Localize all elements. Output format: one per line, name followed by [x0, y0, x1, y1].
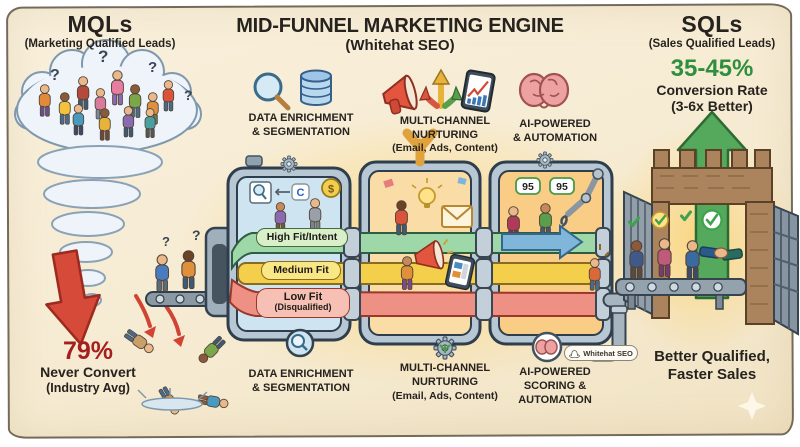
sparkle-icon: [738, 392, 766, 420]
question-mark: ?: [98, 47, 108, 66]
sql-gate-illustration: [615, 110, 799, 336]
chart-tablet-icon: [460, 69, 496, 113]
database-icon: [300, 69, 332, 106]
band-label-medium-fit: Medium Fit: [261, 261, 341, 280]
module2-bottom-badge: [433, 336, 457, 360]
never-convert-arrow: [45, 249, 101, 346]
question-mark: ?: [192, 227, 201, 243]
module1-bottom-badge: [285, 328, 315, 358]
magnifier-icon: [291, 334, 305, 348]
y-pipe-icon: [402, 128, 438, 167]
never-convert-stat: 79%: [62, 337, 114, 365]
outcome-label: Better Qualified, Faster Sales: [654, 348, 770, 384]
valve-cap: [245, 155, 263, 167]
circled-check-icon: [701, 209, 723, 231]
lead-score-bubble: 95: [515, 177, 541, 195]
megaphone-small-icon: [414, 238, 454, 270]
band-label-high-fit: High Fit/Intent: [256, 228, 348, 247]
outbound-conveyor: [615, 278, 747, 310]
dollar-sign: $: [328, 184, 334, 196]
stage3-bottom-label: AI-POWERED SCORING & AUTOMATION: [518, 366, 592, 406]
qualified-flow-arrow: [501, 224, 584, 260]
stage1-icons: [253, 69, 332, 111]
stage2-top-label: MULTI-CHANNEL NURTURING: [399, 115, 491, 141]
question-mark: ?: [162, 234, 170, 249]
question-mark: ?: [148, 59, 157, 76]
conversion-stat-label: Conversion Rate: [656, 82, 768, 98]
dollar-coin-icon: [321, 178, 341, 198]
never-convert-sublabel: (Industry Avg): [46, 381, 130, 395]
mql-heading: MQLs: [67, 11, 133, 37]
gate-door-right: [773, 204, 799, 336]
stage1-bottom-label: DATA ENRICHMENT & SEGMENTATION: [248, 368, 354, 394]
confetti: [457, 177, 467, 185]
lightbulb-icon: [411, 178, 443, 208]
never-convert-label: Never Convert: [40, 364, 136, 380]
brain-icon: [518, 72, 570, 109]
multi-arrow-icon: [419, 68, 463, 109]
confetti: [383, 178, 394, 189]
sql-subheading: (Sales Qualified Leads): [648, 38, 776, 50]
stage2-bottom-sublabel: (Email, Ads, Content): [392, 390, 498, 402]
robot-arm-icon: [560, 168, 604, 228]
magnifier-icon: [253, 72, 283, 102]
arrow-left-icon: [274, 188, 290, 196]
mql-subheading: (Marketing Qualified Leads): [24, 38, 176, 50]
idea-check-icon: [651, 211, 669, 229]
module3-vignette: 95 95: [501, 168, 610, 291]
whitehat-seo-label: Whitehat SEO: [583, 348, 633, 358]
module2-vignette: [383, 177, 476, 291]
stage1-top-label: DATA ENRICHMENT & SEGMENTATION: [248, 112, 354, 138]
handshake-icon: [699, 246, 743, 261]
lead-score-value: 95: [556, 181, 568, 193]
module1-vignette: C $: [249, 178, 341, 234]
band-label-low-fit-sublabel: (Disqualified): [274, 302, 332, 313]
content-tablet-icon: [444, 253, 476, 291]
band-label-low-fit: Low Fit (Disqualified): [256, 288, 350, 318]
splash: [141, 397, 203, 411]
conversion-stat: 35-45%: [670, 55, 754, 82]
stage2-bottom-label: MULTI-CHANNEL NURTURING: [399, 362, 491, 388]
stage2-icons: [382, 68, 496, 115]
magnifier-icon: [253, 184, 265, 196]
gear-icon: [280, 155, 298, 173]
page-subtitle: (Whitehat SEO): [345, 37, 455, 54]
question-mark: ?: [50, 67, 60, 84]
page-title: MID-FUNNEL MARKETING ENGINE: [236, 15, 564, 37]
question-mark: ?: [184, 87, 193, 103]
module3-bottom-badge: [531, 331, 563, 363]
conversion-stat-sublabel: (3-6x Better): [671, 98, 753, 114]
sql-heading: SQLs: [681, 11, 743, 37]
mql-tornado-illustration: ? ? ? ?: [14, 39, 202, 307]
stage3-top-label: AI-POWERED & AUTOMATION: [512, 118, 598, 144]
lead-score-value: 95: [522, 181, 534, 193]
megaphone-icon: [382, 74, 418, 115]
lead-score-bubble: 95: [549, 177, 575, 195]
falling-leads: [122, 294, 230, 417]
gear-icon: [536, 151, 554, 169]
stage2-top-sublabel: (Email, Ads, Content): [392, 142, 498, 154]
c-logo-icon: [291, 183, 310, 201]
motion-marks: [599, 244, 610, 257]
white-hat-icon: [569, 349, 581, 358]
band-label-low-fit-text: Low Fit: [283, 291, 323, 303]
approval-checks: [627, 209, 723, 231]
whitehat-seo-badge: Whitehat SEO: [564, 345, 638, 361]
c-logo-letter: C: [297, 187, 305, 199]
email-envelope-icon: [441, 205, 473, 228]
